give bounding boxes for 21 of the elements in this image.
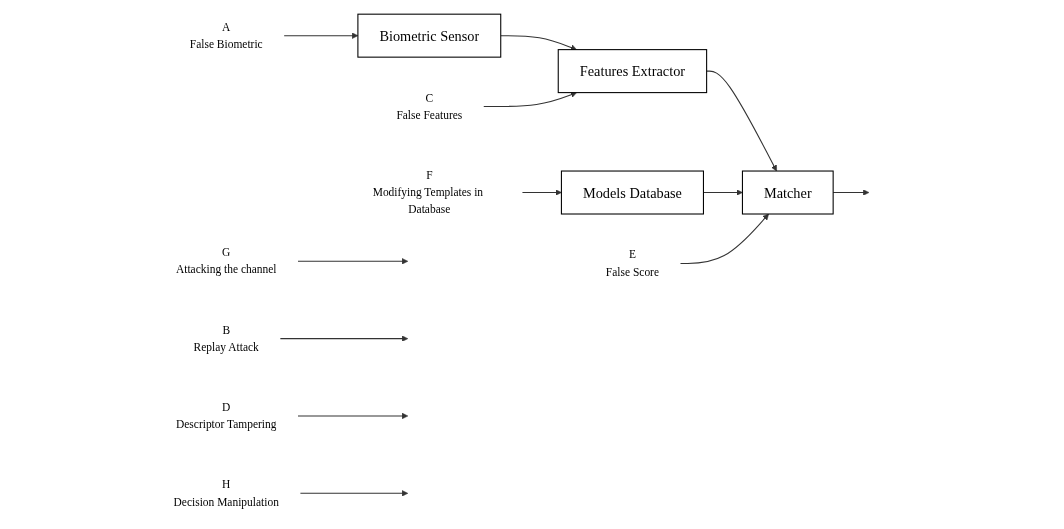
node-text: G Attacking the channel xyxy=(175,246,277,276)
arrow xyxy=(297,412,409,420)
node-box: Matcher xyxy=(741,170,834,215)
node-box: Biometric Sensor xyxy=(357,13,502,58)
node-box: Models Database xyxy=(560,170,704,215)
arrow xyxy=(706,70,777,172)
node-text: B Replay Attack xyxy=(193,323,259,353)
node-text: H Decision Manipulation xyxy=(173,478,279,508)
node-text: C False Features xyxy=(396,91,463,121)
node-text: D Descriptor Tampering xyxy=(175,400,277,431)
node-box: Features Extractor xyxy=(557,49,708,94)
arrow xyxy=(279,335,409,342)
arrow xyxy=(500,35,577,51)
arrow xyxy=(299,490,409,497)
node-text: F Modifying Templates in Database xyxy=(372,168,484,216)
arrow xyxy=(521,189,562,196)
arrow xyxy=(679,213,769,264)
arrow xyxy=(297,258,409,265)
node-text: A False Biometric xyxy=(189,20,263,50)
arrow xyxy=(483,91,577,108)
node-text: E False Score xyxy=(605,248,660,278)
